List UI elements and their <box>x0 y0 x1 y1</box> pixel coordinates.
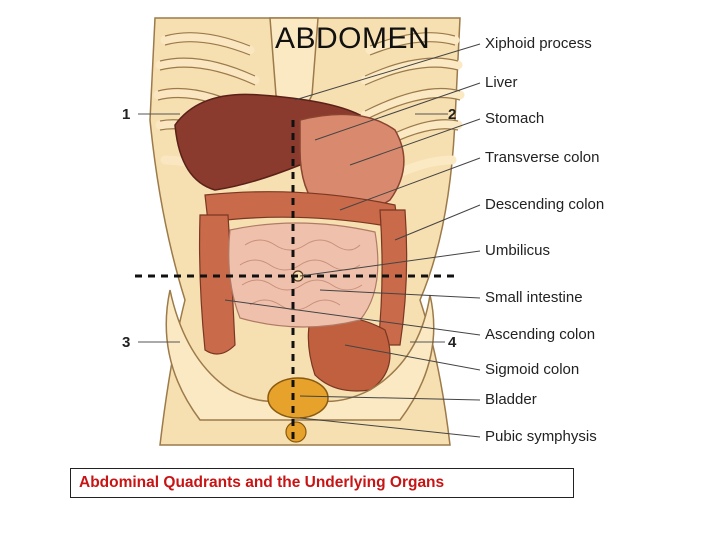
label-pubic-symphysis: Pubic symphysis <box>485 428 597 445</box>
label-transverse-colon: Transverse colon <box>485 149 600 166</box>
quadrant-number-4: 4 <box>448 334 457 351</box>
label-ascending-colon: Ascending colon <box>485 326 596 343</box>
label-small-intestine: Small intestine <box>485 289 583 306</box>
label-stomach: Stomach <box>485 110 545 127</box>
label-sigmoid-colon: Sigmoid colon <box>485 361 580 378</box>
descending-colon <box>377 209 408 346</box>
diagram-title: ABDOMEN <box>275 22 431 55</box>
bladder <box>267 377 329 419</box>
sigmoid-colon <box>307 316 391 392</box>
label-bladder: Bladder <box>485 391 537 408</box>
leader-lines <box>224 43 481 438</box>
quadrant-number-3: 3 <box>122 334 131 351</box>
pelvis <box>165 289 435 421</box>
pubic-symphysis <box>285 421 307 443</box>
caption: Abdominal Quadrants and the Underlying O… <box>70 468 574 498</box>
quadrant-number-1: 1 <box>122 106 131 123</box>
label-umbilicus: Umbilicus <box>485 242 551 259</box>
quadrant-number-2: 2 <box>448 106 457 123</box>
label-xiphoid-process: Xiphoid process <box>485 35 592 52</box>
label-descending-colon: Descending colon <box>485 196 605 213</box>
label-liver: Liver <box>485 74 518 91</box>
